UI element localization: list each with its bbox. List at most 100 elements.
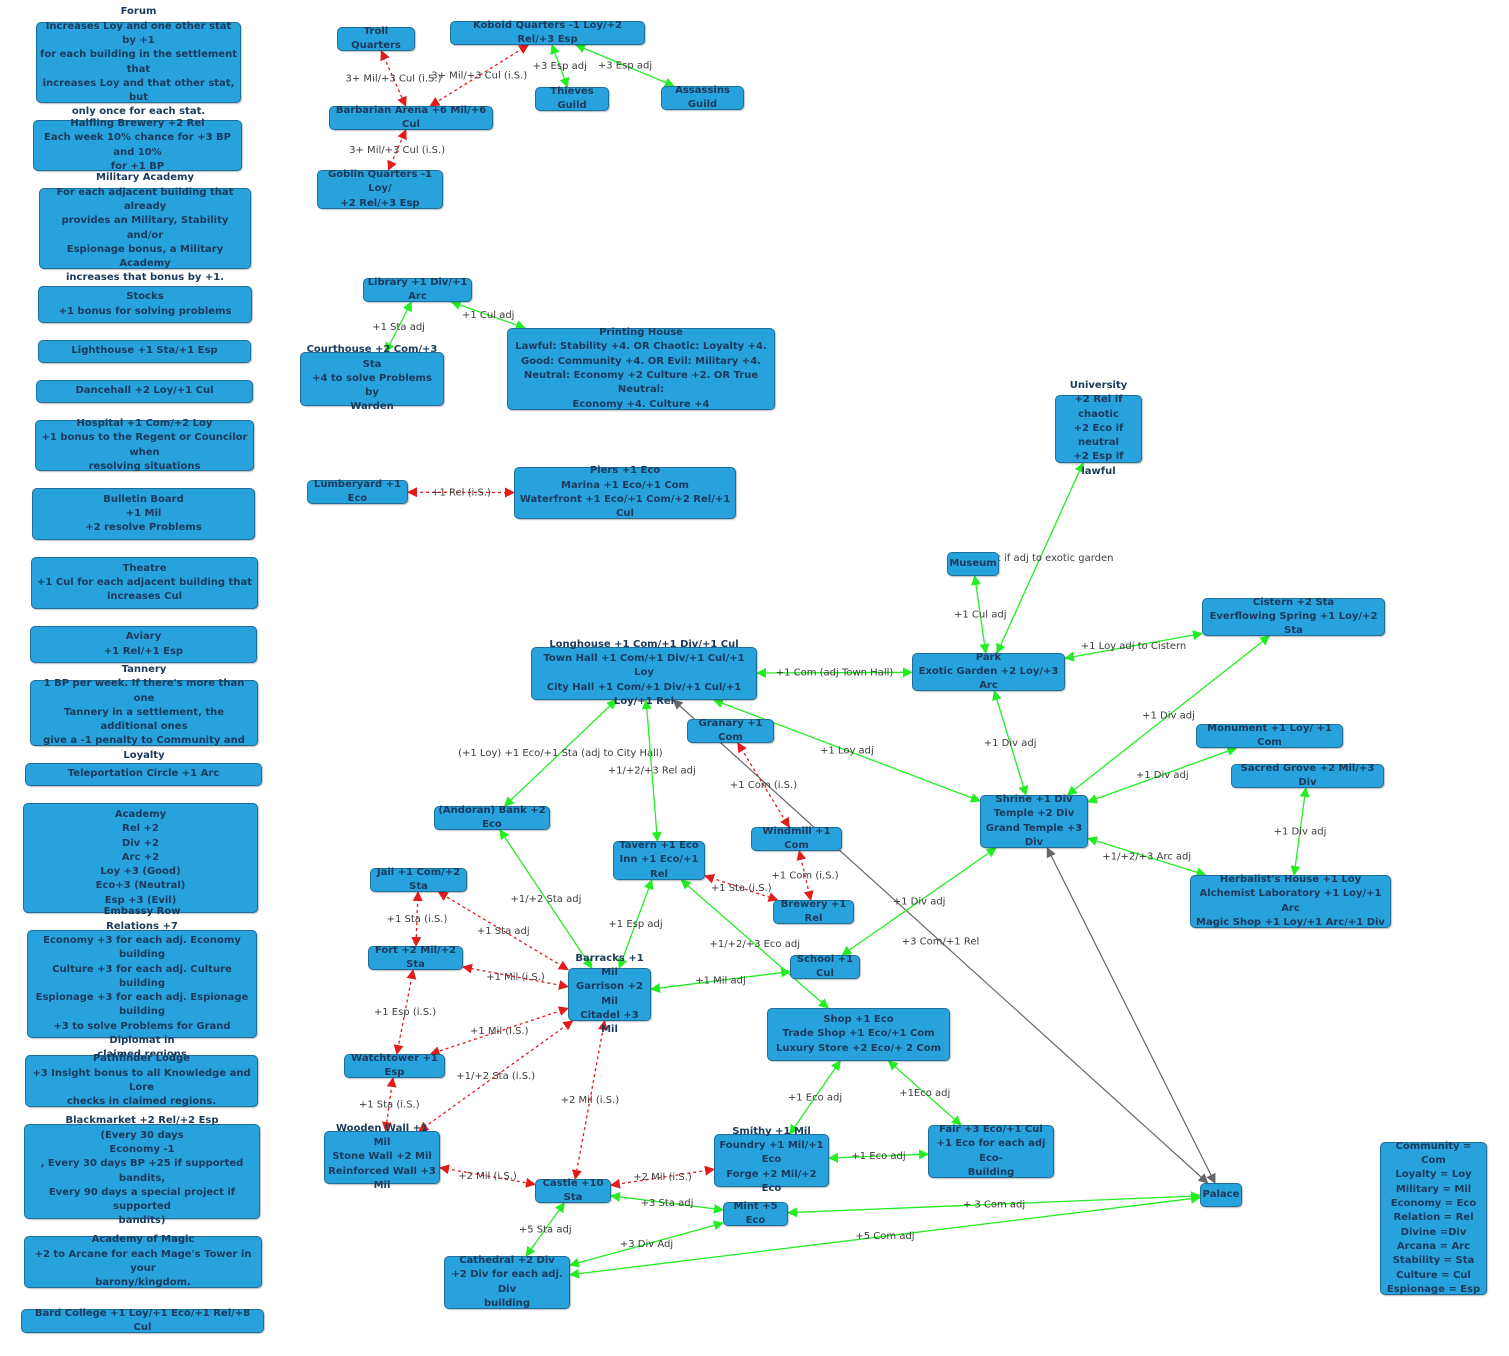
edge-label-barracks-watchtower: +1 Mil (i.S.)	[470, 1026, 529, 1037]
edge-label-library-printing_house: +1 Cul adj	[462, 310, 514, 321]
node-aviary[interactable]: Aviary +1 Rel/+1 Esp	[30, 626, 257, 663]
node-granary[interactable]: Granary +1 Com	[687, 718, 774, 743]
node-dancehall[interactable]: Dancehall +2 Loy/+1 Cul	[36, 380, 253, 403]
edge-monument-shrine	[1087, 746, 1238, 804]
edge-label-barracks-fort: +1 Mil (i.S.)	[486, 972, 545, 983]
node-embassy-row[interactable]: Embassy Row Relations +7 Economy +3 for …	[27, 906, 257, 1060]
node-tannery[interactable]: Tannery 1 BP per week. If there's more t…	[30, 664, 258, 761]
edge-label-smithy-castle: +2 Mil (i.S.)	[633, 1172, 692, 1183]
node-jail[interactable]: Jail +1 Com/+2 Sta	[370, 867, 467, 892]
edge-label-kobold_quarters-assassins_guild: +3 Esp adj	[598, 61, 652, 72]
node-lighthouse[interactable]: Lighthouse +1 Sta/+1 Esp	[38, 340, 251, 363]
edge-bank-barracks	[499, 829, 593, 969]
edge-label-palace-cathedral: +5 Com adj	[855, 1231, 914, 1242]
edge-label-cistern-park: +1 Loy adj to Cistern	[1081, 641, 1187, 652]
node-palace[interactable]: Palace	[1200, 1183, 1242, 1207]
edge-smithy-fair	[828, 1149, 929, 1163]
edge-label-watchtower-wooden_wall: +1 Sta (i.S.)	[359, 1100, 420, 1111]
node-piers[interactable]: Piers +1 Eco Marina +1 Eco/+1 Com Waterf…	[514, 465, 736, 519]
node-museum[interactable]: Museum	[947, 552, 999, 576]
edge-label-troll_quarters-barbarian_arena: 3+ Mil/+3 Cul (i.S.)	[346, 74, 442, 85]
node-hospital[interactable]: Hospital +1 Com/+2 Loy +1 bonus to the R…	[35, 418, 254, 472]
node-watchtower[interactable]: Watchtower +1 Esp	[344, 1053, 445, 1078]
edge-label-wooden_wall-castle: +2 Mil (i.S.)	[458, 1171, 517, 1182]
node-academy[interactable]: Academy Rel +2 Div +2 Arc +2 Loy +3 (Goo…	[23, 803, 258, 913]
node-stocks[interactable]: Stocks +1 bonus for solving problems	[38, 286, 252, 323]
edge-label-tavern-brewery: +1 Sta (i.S.)	[711, 883, 772, 894]
node-academy-of-magic[interactable]: Academy of Magic +2 to Arcane for each M…	[24, 1234, 262, 1288]
edge-barracks-fort	[462, 963, 569, 990]
node-shrine[interactable]: Shrine +1 Div Temple +2 Div Grand Temple…	[980, 794, 1088, 848]
node-shop[interactable]: Shop +1 Eco Trade Shop +1 Eco/+1 Com Lux…	[767, 1008, 950, 1061]
node-lumberyard[interactable]: Lumberyard +1 Eco	[307, 479, 408, 504]
node-bard-college[interactable]: Bard College +1 Loy/+1 Eco/+1 Rel/+8 Cul	[21, 1308, 264, 1333]
edge-label-castle-mint: +3 Sta adj	[641, 1198, 694, 1209]
edge-label-library-courthouse: +1 Sta adj	[372, 322, 425, 333]
node-printing-house[interactable]: Printing House Lawful: Stability +4. OR …	[507, 327, 775, 410]
node-teleportation-circle[interactable]: Teleportation Circle +1 Arc	[25, 763, 262, 786]
node-barbarian-arena[interactable]: Barbarian Arena +6 Mil/+6 Cul	[329, 105, 493, 130]
node-tavern[interactable]: Tavern +1 Eco Inn +1 Eco/+1 Rel	[613, 840, 705, 880]
node-castle[interactable]: Castle +10 Sta	[535, 1178, 611, 1203]
edge-label-mint-cathedral: +3 Div Adj	[620, 1239, 673, 1250]
edge-palace-mint	[787, 1191, 1201, 1218]
node-mint[interactable]: Mint +5 Eco	[723, 1201, 788, 1226]
node-sacred-grove[interactable]: Sacred Grove +2 Mil/+3 Div	[1231, 763, 1384, 788]
node-assassins-guild[interactable]: Assassins Guild	[661, 85, 744, 110]
node-thieves-guild[interactable]: Thieves Guild	[535, 86, 609, 111]
edge-label-shop-smithy: +1 Eco adj	[788, 1093, 842, 1104]
node-longhouse[interactable]: Longhouse +1 Com/+1 Div/+1 Cul Town Hall…	[531, 639, 757, 707]
node-courthouse[interactable]: Courthouse +2 Com/+3 Sta +4 to solve Pro…	[300, 344, 444, 412]
edge-label-shop-fair: +1Eco adj	[899, 1088, 950, 1099]
abbreviation-legend: Community = Com Loyalty = Loy Military =…	[1380, 1141, 1487, 1295]
node-bank[interactable]: (Andoran) Bank +2 Eco	[434, 805, 550, 830]
node-herbalist[interactable]: Herbalist's House +1 Loy Alchemist Labor…	[1190, 874, 1391, 928]
node-bulletin-board[interactable]: Bulletin Board +1 Mil +2 resolve Problem…	[32, 488, 255, 540]
edge-label-kobold_quarters-barbarian_arena: 3+ Mil/+3 Cul (i.S.)	[431, 71, 527, 82]
node-halfling-brewery[interactable]: Halfling Brewery +2 Rel Each week 10% ch…	[33, 118, 242, 172]
edge-tavern-brewery	[704, 873, 779, 902]
edge-shop-fair	[887, 1060, 962, 1126]
edge-label-jail-fort: +1 Sta (i.S.)	[387, 914, 448, 925]
node-park[interactable]: Park Exotic Garden +2 Loy/+3 Arc	[912, 652, 1065, 691]
edge-label-longhouse-palace: +3 Com/+1 Rel	[902, 937, 979, 948]
edge-windmill-brewery	[796, 850, 814, 901]
edge-kobold_quarters-assassins_guild	[575, 43, 675, 88]
node-smithy[interactable]: Smithy +1 Mil Foundry +1 Mil/+1 Eco Forg…	[714, 1126, 829, 1194]
node-fair[interactable]: Fair +3 Eco/+1 Cul +1 Eco for each adj E…	[928, 1124, 1054, 1178]
edge-label-palace-mint: + 3 Com adj	[963, 1199, 1025, 1210]
node-troll-quarters[interactable]: Troll Quarters	[337, 26, 415, 51]
edge-smithy-castle	[610, 1165, 715, 1189]
node-theatre[interactable]: Theatre +1 Cul for each adjacent buildin…	[31, 557, 258, 609]
edge-longhouse-shrine	[712, 698, 981, 803]
edge-label-cistern-shrine: +1 Div adj	[1142, 711, 1195, 722]
node-university[interactable]: University +2 Rel if chaotic +2 Eco if n…	[1055, 380, 1142, 477]
node-windmill[interactable]: Windmill +1 Com	[751, 826, 842, 851]
node-school[interactable]: School +1 Cul	[790, 954, 860, 979]
node-wooden-wall[interactable]: Wooden Wall +1 Mil Stone Wall +2 Mil Rei…	[324, 1123, 440, 1191]
node-fort[interactable]: Fort +2 Mil/+2 Sta	[368, 945, 463, 970]
node-goblin-quarters[interactable]: Goblin Quarters -1 Loy/ +2 Rel/+3 Esp	[317, 169, 443, 209]
node-barracks[interactable]: Barracks +1 Mil Garrison +2 Mil Citadel …	[568, 953, 651, 1035]
edge-label-barracks-castle: +2 Mil (i.S.)	[561, 1095, 620, 1106]
node-blackmarket[interactable]: Blackmarket +2 Rel/+2 Esp (Every 30 days…	[24, 1115, 260, 1226]
node-military-academy[interactable]: Military Academy For each adjacent build…	[39, 172, 251, 283]
node-monument[interactable]: Monument +1 Loy/ +1 Com	[1196, 723, 1343, 748]
edge-longhouse-palace	[672, 699, 1209, 1184]
edge-label-herbalist-shrine: +1/+2/+3 Arc adj	[1102, 852, 1191, 863]
node-kobold-quarters[interactable]: Kobold Quarters -1 Loy/+2 Rel/+3 Esp	[450, 20, 645, 45]
node-pathfinder-lodge[interactable]: Pathfinder Lodge +3 Insight bonus to all…	[25, 1053, 258, 1107]
edge-troll_quarters-barbarian_arena	[380, 50, 407, 107]
edge-label-fort-watchtower: +1 Esp (i.S.)	[374, 1007, 436, 1018]
edge-jail-fort	[411, 891, 423, 947]
node-brewery[interactable]: Brewery +1 Rel	[773, 899, 854, 924]
edge-label-barracks-school: +1 Mil adj	[695, 975, 746, 986]
edge-shop-smithy	[789, 1060, 841, 1135]
node-library[interactable]: Library +1 Div/+1 Arc	[363, 277, 472, 302]
edge-label-bank-barracks: +1/+2 Sta adj	[510, 894, 581, 905]
node-forum[interactable]: Forum Increases Loy and one other stat b…	[36, 6, 241, 117]
edge-palace-cathedral	[569, 1193, 1201, 1279]
node-cathedral[interactable]: Cathedral +2 Div +2 Div for each adj. Di…	[444, 1255, 570, 1309]
edge-label-barracks-jail: +1 Sta adj	[477, 926, 530, 937]
node-cistern[interactable]: Cistern +2 Sta Everflowing Spring +1 Loy…	[1202, 597, 1385, 636]
